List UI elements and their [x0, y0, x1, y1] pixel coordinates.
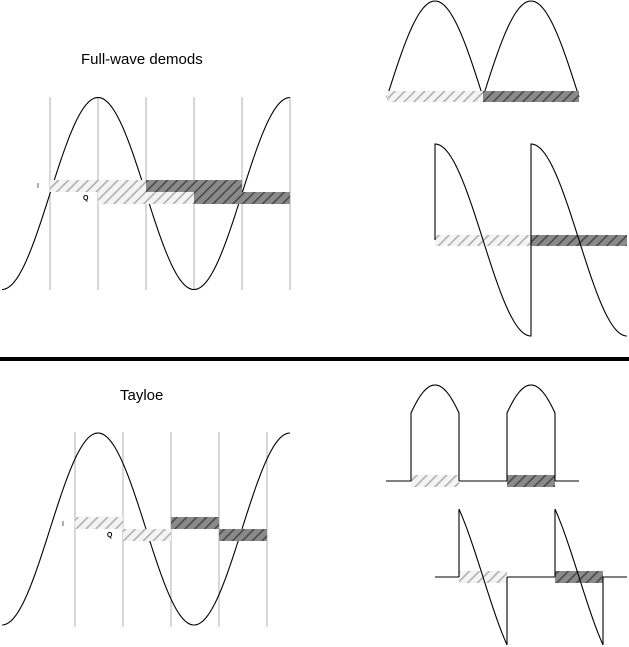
full-wave-q-label: Q [83, 195, 89, 202]
tayloe-panel: Tayloe I Q [1, 384, 627, 646]
rectified-bar-dark [483, 91, 579, 102]
sampled-bar-dark [507, 475, 555, 487]
i-bar-positive [50, 180, 146, 192]
i-bar-negative [146, 180, 242, 192]
q-bar-negative [219, 529, 267, 541]
q-bar-positive [123, 529, 171, 541]
rectified-bar-light [387, 91, 483, 102]
sampled-humps-wave [410, 384, 556, 481]
full-wave-i-label: I [37, 183, 39, 190]
i-bar-positive [75, 517, 123, 529]
tayloe-q-bars [123, 529, 267, 541]
q-bar-negative [194, 192, 290, 204]
tayloe-q-label: Q [107, 532, 113, 539]
tayloe-i-bars [75, 517, 219, 529]
full-wave-i-bars [50, 180, 242, 192]
tayloe-quadrature-output [435, 508, 627, 646]
tayloe-i-label: I [62, 521, 64, 528]
q-bar-positive [98, 192, 194, 204]
full-wave-q-bars [98, 192, 290, 204]
rectified-humps-wave [386, 0, 580, 99]
tayloe-title: Tayloe [120, 387, 163, 404]
full-wave-panel: Full-wave demods I Q [1, 0, 628, 337]
full-wave-rectified-output [386, 0, 580, 102]
quadrature-sawtooth-wave [434, 143, 628, 337]
i-bar-negative [171, 517, 219, 529]
tayloe-sampled-output [386, 384, 579, 487]
sampled-quadrature-wave [458, 508, 604, 646]
full-wave-title: Full-wave demods [81, 51, 203, 68]
full-wave-quadrature-output [434, 143, 628, 337]
sampled-bar-light [411, 475, 459, 487]
